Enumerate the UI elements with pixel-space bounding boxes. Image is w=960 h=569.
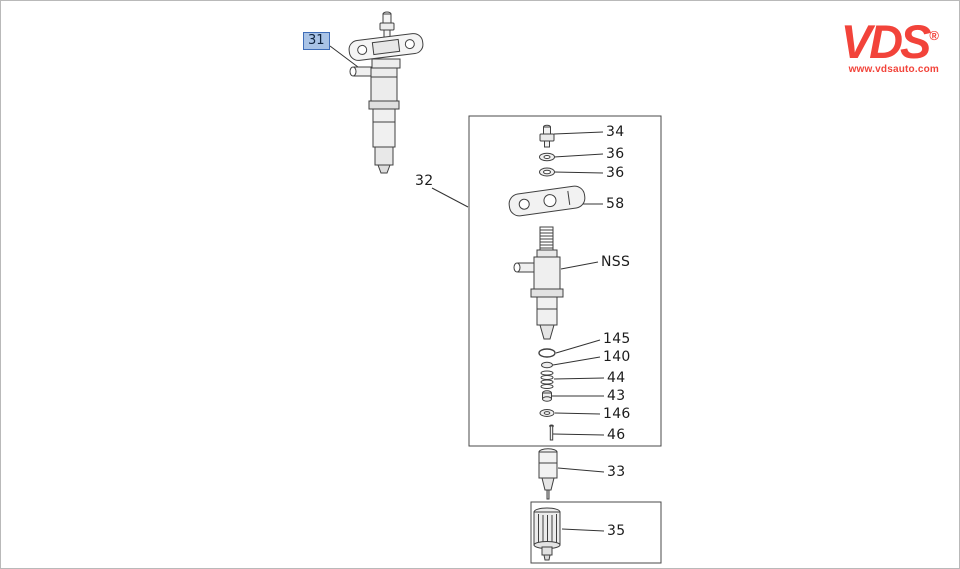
part-35-drawing	[533, 507, 561, 561]
part-146-drawing	[539, 409, 555, 417]
part-43-drawing	[542, 390, 552, 402]
part-35-box	[530, 501, 662, 564]
leader-lines	[329, 45, 605, 532]
callout-46[interactable]: 46	[607, 427, 626, 443]
part-145-drawing	[538, 348, 556, 358]
part-36b-drawing	[539, 167, 555, 177]
callout-43[interactable]: 43	[607, 388, 626, 404]
callout-33[interactable]: 33	[607, 464, 626, 480]
injector-nss-drawing	[513, 226, 564, 340]
logo-text: VDS®	[841, 15, 939, 65]
callout-nss[interactable]: NSS	[601, 254, 631, 270]
callout-32[interactable]: 32	[415, 173, 434, 189]
logo-website: www.vdsauto.com	[848, 64, 939, 75]
part-44-drawing	[540, 370, 554, 389]
part-33-drawing	[538, 448, 558, 500]
callout-36b[interactable]: 36	[606, 165, 625, 181]
logo-word: VDS	[840, 15, 932, 68]
part-36a-drawing	[539, 152, 555, 162]
vds-logo: VDS® www.vdsauto.com	[841, 15, 939, 75]
part-58-drawing	[508, 185, 586, 217]
callout-31[interactable]: 31	[303, 32, 330, 50]
part-34-drawing	[539, 124, 555, 148]
part-140-drawing	[541, 361, 553, 369]
callout-145[interactable]: 145	[603, 331, 631, 347]
callout-58[interactable]: 58	[606, 196, 625, 212]
callout-36a[interactable]: 36	[606, 146, 625, 162]
callout-44[interactable]: 44	[607, 370, 626, 386]
callout-140[interactable]: 140	[603, 349, 631, 365]
assembly-32-box	[468, 115, 662, 447]
registered-mark-icon: ®	[929, 28, 939, 43]
callout-35[interactable]: 35	[607, 523, 626, 539]
part-46-drawing	[549, 424, 554, 441]
callout-34[interactable]: 34	[606, 124, 625, 140]
injector-31-drawing	[348, 11, 424, 174]
callout-146[interactable]: 146	[603, 406, 631, 422]
